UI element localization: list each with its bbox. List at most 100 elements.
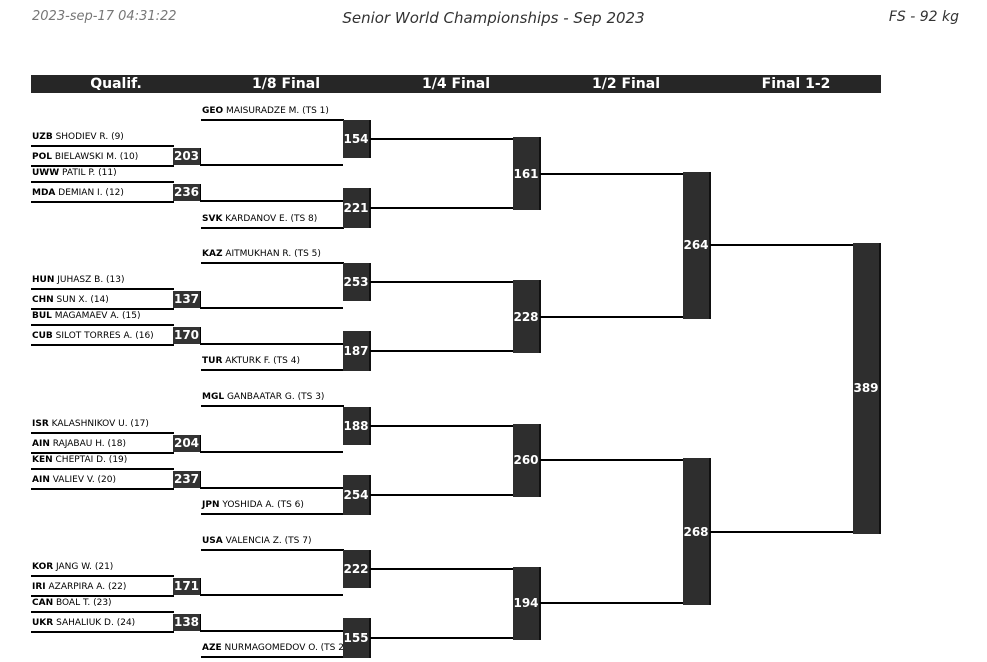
- athlete-name: YOSHIDA A. (TS 6): [219, 500, 304, 510]
- sf-bout-box[interactable]: 264: [683, 171, 709, 319]
- qualif-bout-box[interactable]: 137: [173, 291, 201, 309]
- athlete-name: VALIEV V. (20): [49, 474, 117, 485]
- qualif-bout-box[interactable]: 204: [173, 434, 201, 452]
- round-header-bar: [31, 75, 881, 93]
- qualif-athlete: CHN SUN X. (14): [31, 295, 174, 311]
- sf-bout-box[interactable]: 268: [683, 458, 709, 606]
- qualif-to-r16-line: [200, 629, 343, 632]
- athlete-name: MAGAMAEV A. (15): [51, 311, 141, 322]
- qualif-bout-box[interactable]: 203: [173, 148, 201, 165]
- r16-bout-box[interactable]: 222: [343, 549, 369, 588]
- qf-to-sf-line: [540, 602, 683, 605]
- athlete-name: SILOT TORRES A. (16): [52, 331, 154, 342]
- r16-to-qf-line: [370, 493, 513, 496]
- header-timestamp: 2023-sep-17 04:31:22: [32, 9, 177, 24]
- r16-bout-box[interactable]: 188: [343, 406, 369, 445]
- qf-to-sf-line: [540, 459, 683, 462]
- qualif-bout-box[interactable]: 236: [173, 184, 201, 201]
- nation-code: UKR: [32, 617, 54, 628]
- seeded-athlete: KAZ AITMUKHAN R. (TS 5): [201, 249, 344, 264]
- round-label-final: Final 1-2: [761, 76, 831, 92]
- qf-to-sf-line: [540, 315, 683, 318]
- bout-number: 155: [343, 630, 369, 645]
- bout-number: 194: [513, 596, 539, 611]
- nation-code: JPN: [202, 500, 220, 510]
- seeded-athlete: TUR AKTURK F. (TS 4): [201, 356, 344, 371]
- nation-code: AZE: [202, 643, 222, 653]
- bout-number: 389: [853, 381, 879, 396]
- nation-code: ISR: [32, 418, 49, 429]
- r16-bout-box[interactable]: 155: [343, 617, 369, 658]
- qualif-to-r16-line: [200, 164, 343, 166]
- qualif-bout-box[interactable]: 171: [173, 577, 201, 595]
- r16-bout-box[interactable]: 187: [343, 331, 369, 372]
- athlete-name: SUN X. (14): [53, 295, 109, 306]
- qualif-to-r16-line: [200, 450, 343, 453]
- nation-code: UWW: [32, 168, 60, 178]
- r16-bout-box[interactable]: 154: [343, 120, 369, 158]
- qualif-to-r16-line: [200, 200, 343, 202]
- qualif-bout-box[interactable]: 138: [173, 613, 201, 631]
- seeded-athlete: GEO MAISURADZE M. (TS 1): [201, 106, 344, 121]
- qualif-bout-box[interactable]: 170: [173, 327, 201, 345]
- nation-code: MGL: [202, 392, 225, 402]
- qualif-athlete: UKR SAHALIUK D. (24): [31, 618, 174, 633]
- qualif-to-r16-line: [200, 307, 343, 310]
- final-bout-box[interactable]: 389: [853, 243, 879, 534]
- athlete-name: AKTURK F. (TS 4): [222, 356, 300, 366]
- athlete-name: DEMIAN I. (12): [55, 188, 124, 198]
- athlete-name: SHODIEV R. (9): [52, 132, 124, 142]
- qualif-athlete: CUB SILOT TORRES A. (16): [31, 331, 174, 347]
- bout-number: 221: [343, 201, 369, 215]
- qualif-athlete: KOR JANG W. (21): [31, 562, 174, 577]
- qf-bout-box[interactable]: 260: [513, 423, 539, 497]
- athlete-name: MAISURADZE M. (TS 1): [223, 106, 329, 116]
- nation-code: UZB: [32, 132, 53, 142]
- qualif-to-r16-line: [200, 593, 343, 596]
- round-label-qf: 1/4 Final: [421, 76, 491, 92]
- round-label-qualif: Qualif.: [90, 76, 142, 92]
- r16-bout-box[interactable]: 253: [343, 263, 369, 302]
- qf-bout-box[interactable]: 194: [513, 566, 539, 640]
- nation-code: KEN: [32, 454, 53, 465]
- athlete-name: PATIL P. (11): [59, 168, 117, 178]
- qualif-to-r16-line: [200, 486, 343, 489]
- qualif-athlete: CAN BOAL T. (23): [31, 598, 174, 613]
- athlete-name: AZARPIRA A. (22): [45, 581, 127, 592]
- nation-code: HUN: [32, 275, 55, 286]
- qualif-athlete: ISR KALASHNIKOV U. (17): [31, 419, 174, 434]
- bout-number: 154: [343, 132, 369, 146]
- nation-code: CUB: [32, 331, 53, 342]
- bout-number: 253: [343, 275, 369, 290]
- nation-code: KOR: [32, 561, 54, 572]
- seeded-athlete: AZE NURMAGOMEDOV O. (TS 2): [201, 643, 344, 658]
- r16-bout-box[interactable]: 221: [343, 188, 369, 228]
- athlete-name: CHEPTAI D. (19): [52, 454, 128, 465]
- nation-code: BUL: [32, 311, 52, 322]
- nation-code: MDA: [32, 188, 56, 198]
- qualif-athlete: AIN RAJABAU H. (18): [31, 439, 174, 454]
- bout-number: 188: [343, 418, 369, 433]
- bout-number: 264: [683, 238, 709, 253]
- qualif-athlete: UWW PATIL P. (11): [31, 168, 174, 183]
- round-label-sf: 1/2 Final: [591, 76, 661, 92]
- athlete-name: RAJABAU H. (18): [49, 438, 127, 449]
- round-label-r16: 1/8 Final: [251, 76, 321, 92]
- event-title: Senior World Championships - Sep 2023: [342, 9, 645, 27]
- qualif-to-r16-line: [200, 343, 343, 346]
- qf-bout-box[interactable]: 228: [513, 280, 539, 354]
- bout-number: 222: [343, 561, 369, 576]
- r16-bout-box[interactable]: 254: [343, 474, 369, 515]
- qf-bout-box[interactable]: 161: [513, 137, 539, 210]
- bout-number: 161: [513, 166, 539, 181]
- qualif-athlete: POL BIELAWSKI M. (10): [31, 152, 174, 167]
- qualif-athlete: UZB SHODIEV R. (9): [31, 132, 174, 147]
- athlete-name: GANBAATAR G. (TS 3): [224, 392, 325, 402]
- seeded-athlete: USA VALENCIA Z. (TS 7): [201, 536, 344, 551]
- bout-number: 228: [513, 309, 539, 324]
- bout-number: 260: [513, 453, 539, 468]
- qualif-bout-box[interactable]: 237: [173, 470, 201, 488]
- r16-to-qf-line: [370, 636, 513, 639]
- athlete-name: KALASHNIKOV U. (17): [48, 418, 149, 429]
- bout-number: 268: [683, 524, 709, 539]
